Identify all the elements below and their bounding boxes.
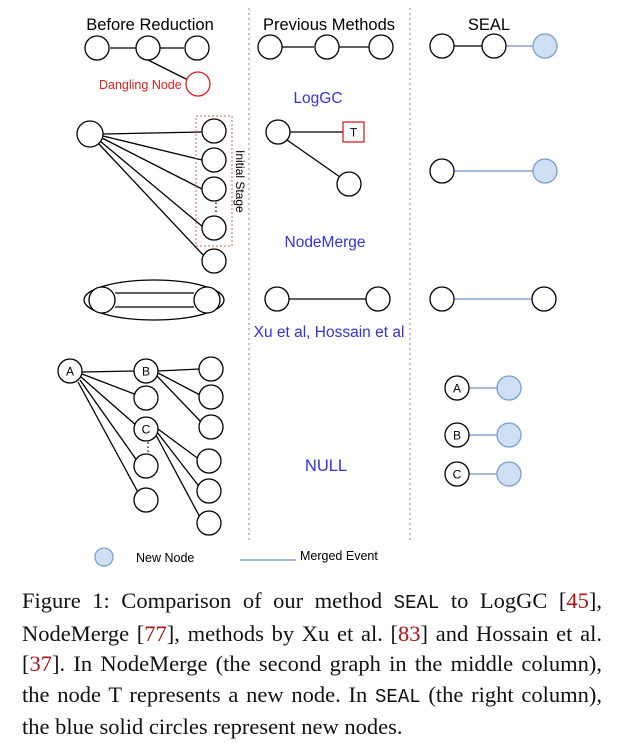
seal-node [429, 33, 455, 59]
method-null: NULL [305, 457, 347, 475]
citation-link[interactable]: 83 [398, 620, 421, 646]
nodemerge-node [336, 171, 362, 197]
seal-node-c [444, 461, 470, 487]
citation-link[interactable]: 77 [144, 620, 167, 646]
method-xu-hossain: Xu et al, Hossain et al [254, 324, 405, 341]
fan-node [201, 248, 227, 274]
citation-link[interactable]: 45 [566, 588, 589, 613]
tree-node [198, 414, 224, 440]
seal-name: SEAL [375, 685, 421, 708]
fan-node [201, 118, 227, 144]
tree-node [196, 510, 222, 536]
seal-new-node [496, 375, 522, 401]
comparison-figure: Before Reduction Previous Methods SEAL D… [57, 8, 558, 567]
node-t-box [342, 121, 365, 143]
dangling-node-label: Dangling Node [99, 78, 182, 92]
seal-name: SEAL [393, 592, 440, 614]
double-edge-node [88, 286, 116, 314]
node-a-label: A [66, 365, 74, 379]
initial-stage-label: Initial Stage [233, 150, 247, 213]
seal-node-b [444, 422, 470, 448]
node-c [133, 416, 159, 442]
initial-stage-box [195, 115, 233, 247]
node-a [57, 358, 83, 384]
node-b-label: B [142, 365, 150, 379]
xu-node [365, 286, 391, 312]
tree-node [133, 385, 159, 411]
tree-node [198, 356, 224, 382]
fan-node [201, 147, 227, 173]
node-c-label: C [142, 423, 151, 437]
column-title-previous: Previous Methods [263, 16, 395, 34]
fan-dots: ⋮ [210, 200, 222, 214]
seal-node [481, 33, 507, 59]
dangling-node [185, 71, 211, 97]
loggc-node [314, 34, 340, 60]
double-edge-outer [83, 279, 225, 321]
seal-new-node [496, 422, 522, 448]
legend-new-node-label: New Node [136, 551, 194, 565]
method-loggc: LogGC [293, 90, 342, 107]
legend-new-node-icon [94, 547, 114, 567]
node-t-label: T [350, 126, 358, 140]
seal-new-node [532, 158, 558, 184]
tree-dots: ⋮ [142, 440, 154, 454]
tree-node [196, 448, 222, 474]
seal-a-label: A [453, 382, 461, 396]
column-title-seal: SEAL [468, 16, 510, 34]
fan-node [201, 176, 227, 202]
loggc-node [368, 34, 394, 60]
tree-node [133, 453, 159, 479]
legend-merged-event-label: Merged Event [300, 549, 378, 563]
double-edge-node [193, 286, 221, 314]
seal-c-label: C [453, 468, 462, 482]
chain-node [84, 35, 110, 61]
source-node [76, 120, 104, 148]
seal-new-node [532, 33, 558, 59]
seal-node [429, 158, 455, 184]
nodemerge-node [265, 119, 291, 145]
fan-node [201, 215, 227, 241]
seal-node [531, 286, 557, 312]
column-title-before: Before Reduction [86, 16, 214, 34]
tree-node [198, 384, 224, 410]
seal-node-a [444, 375, 470, 401]
figure-caption: Figure 1: Comparison of our method SEAL … [22, 588, 602, 739]
xu-node [264, 286, 290, 312]
seal-b-label: B [453, 429, 461, 443]
chain-node [184, 35, 210, 61]
chain-node [135, 35, 161, 61]
citation-link[interactable]: 37 [29, 651, 53, 676]
node-b [133, 358, 159, 384]
loggc-node [257, 34, 283, 60]
tree-node [196, 478, 222, 504]
seal-new-node [496, 461, 522, 487]
method-nodemerge: NodeMerge [285, 234, 366, 251]
seal-node [429, 286, 455, 312]
tree-node [133, 487, 159, 513]
